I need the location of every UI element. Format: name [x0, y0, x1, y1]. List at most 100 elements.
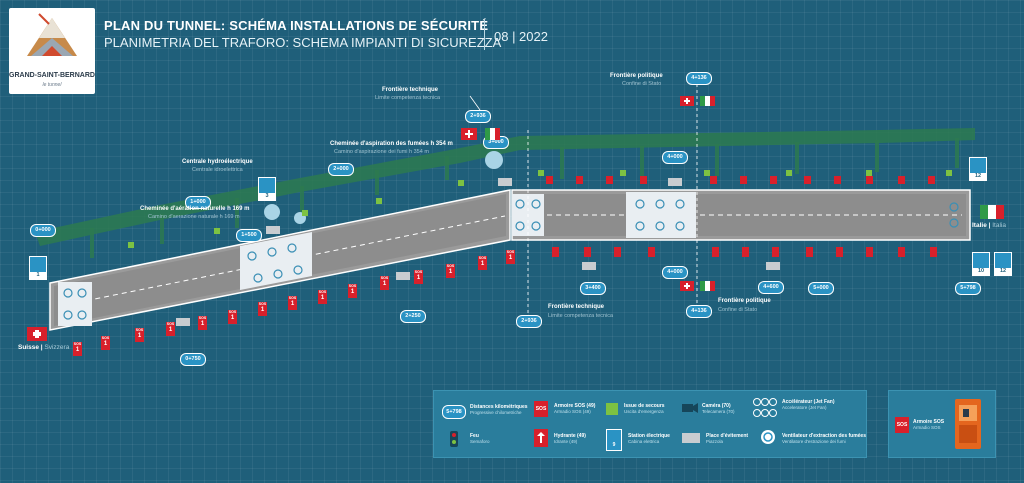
- edition-date: 08 | 2022: [494, 29, 548, 44]
- shaft-hydro: [264, 204, 280, 220]
- title-fr: PLAN DU TUNNEL: SCHÉMA INSTALLATIONS DE …: [104, 18, 489, 33]
- km-marker: 0+750: [180, 353, 206, 366]
- border-flags-top: [680, 96, 715, 106]
- sos-label: SOS: [228, 310, 237, 314]
- station-number: 1: [30, 272, 46, 279]
- title-divider: [484, 20, 485, 50]
- sos-number: 1: [416, 275, 421, 281]
- legend-accelerateur: Accélérateur (Jet Fan)Acceleratore (Jet …: [782, 399, 835, 410]
- jet-fan-block-1: [240, 232, 312, 290]
- label-frontiere-pol-bottom: Frontière politique: [718, 298, 771, 304]
- sos-label: SOS: [380, 276, 389, 280]
- shaft-aspiration: [485, 151, 503, 169]
- sos-number: 1: [382, 281, 387, 287]
- label-cheminee-aspiration-it: Camino d'aspirazione dei fumi h 354 m: [334, 149, 429, 155]
- italian-flag-icon: [980, 205, 1004, 219]
- sos-cabinet-illustration-icon: [955, 399, 981, 449]
- km-marker: 2+936: [516, 315, 542, 328]
- sos-label: SOS: [198, 316, 207, 320]
- logo-tagline: le tunnel: [42, 82, 62, 88]
- sos-label: SOS: [288, 296, 297, 300]
- label-frontiere-pol-top-it: Confine di Stato: [622, 81, 662, 87]
- fan-icons: [63, 199, 959, 320]
- title-it: PLANIMETRIA DEL TRAFORO: SCHEMA IMPIANTI…: [104, 35, 502, 50]
- km-marker: 4+600: [758, 281, 784, 294]
- sos-label: SOS: [135, 328, 144, 332]
- sos-number: 1: [320, 295, 325, 301]
- electric-station-box: 12: [994, 252, 1012, 276]
- sos-label: SOS: [446, 264, 455, 268]
- legend-exit-icon: [606, 403, 618, 415]
- country-italy: Italie | Italia: [972, 222, 1006, 229]
- km-marker: 2+000: [328, 163, 354, 176]
- station-number: 12: [995, 268, 1011, 275]
- label-frontiere-pol-top: Frontière politique: [610, 73, 663, 79]
- label-centrale-hydro: Centrale hydroélectrique: [182, 159, 253, 165]
- km-marker: 1+000: [185, 196, 211, 209]
- legend-extract-fan-icon: [761, 430, 775, 444]
- sos-label: SOS: [414, 270, 423, 274]
- km-marker: 4+000: [662, 266, 688, 279]
- country-switzerland: Suisse | Svizzera: [18, 344, 70, 351]
- sos-number: 1: [290, 301, 295, 307]
- legend-sos-icon: SOS: [534, 401, 548, 417]
- km-marker: 4+136: [686, 305, 712, 318]
- sos-label: SOS: [506, 250, 515, 254]
- legend-layby-icon: [682, 433, 700, 443]
- sos-number: 1: [480, 261, 485, 267]
- label-centrale-hydro-it: Centrale idroelettrica: [192, 167, 243, 173]
- station-number: 10: [973, 268, 989, 275]
- label-frontiere-tech-bottom-it: Limite competenza tecnica: [548, 313, 614, 319]
- legend-sos-big-icon: SOS: [895, 417, 909, 433]
- sos-label: SOS: [101, 336, 110, 340]
- sos-number: 1: [103, 341, 108, 347]
- km-marker: 5+798: [955, 282, 981, 295]
- label-cheminee-aspiration: Cheminée d'aspiration des fumées h 354 m: [330, 141, 453, 147]
- label-cheminee-aeration: Cheminée d'aération naturelle h 169 m: [140, 206, 250, 212]
- hydrant-markers: [546, 176, 937, 257]
- sos-label: SOS: [73, 342, 82, 346]
- sos-label: SOS: [166, 322, 175, 326]
- ventilation-gallery: [35, 128, 975, 246]
- border-flags-tech: [461, 128, 500, 140]
- legend-armoire-sos: Armoire SOS (49)Armadio SOS (49): [554, 403, 596, 414]
- sos-number: 1: [448, 269, 453, 275]
- km-marker: 1+500: [236, 229, 262, 242]
- label-frontiere-tech-top: Frontière technique: [382, 87, 439, 93]
- sos-number: 1: [230, 315, 235, 321]
- sos-number: 1: [75, 347, 80, 353]
- mountain-logo-icon: [27, 13, 77, 56]
- legend-traffic-light-icon: [450, 431, 458, 447]
- station-number: 3: [259, 193, 275, 200]
- km-marker: 0+000: [30, 224, 56, 237]
- electric-station-box: 1: [29, 256, 47, 280]
- legend-hydrante: Hydrante (49)Idrante (49): [554, 433, 586, 444]
- legend-camera: Caméra (70)Telecamera (70): [702, 403, 735, 414]
- km-marker: 2+936: [465, 110, 491, 123]
- sos-number: 1: [200, 321, 205, 327]
- gallery-connectors: [90, 138, 959, 258]
- sos-number: 1: [168, 327, 173, 333]
- border-flags-bottom: [680, 281, 715, 291]
- legend-km-sample: 5+798: [442, 405, 466, 419]
- km-marker: 5+000: [808, 282, 834, 295]
- sos-number: 1: [137, 333, 142, 339]
- jet-fan-block-entry: [58, 282, 92, 326]
- station-number: 12: [970, 173, 986, 180]
- sos-label: SOS: [348, 284, 357, 288]
- legend-hydrant-icon: [534, 429, 548, 447]
- sos-label: SOS: [318, 290, 327, 294]
- emergency-exits: [128, 170, 952, 248]
- logo: GRAND-SAINT-BERNARD le tunnel: [9, 8, 95, 94]
- km-marker: 3+400: [580, 282, 606, 295]
- jet-fan-block-2: [626, 192, 696, 238]
